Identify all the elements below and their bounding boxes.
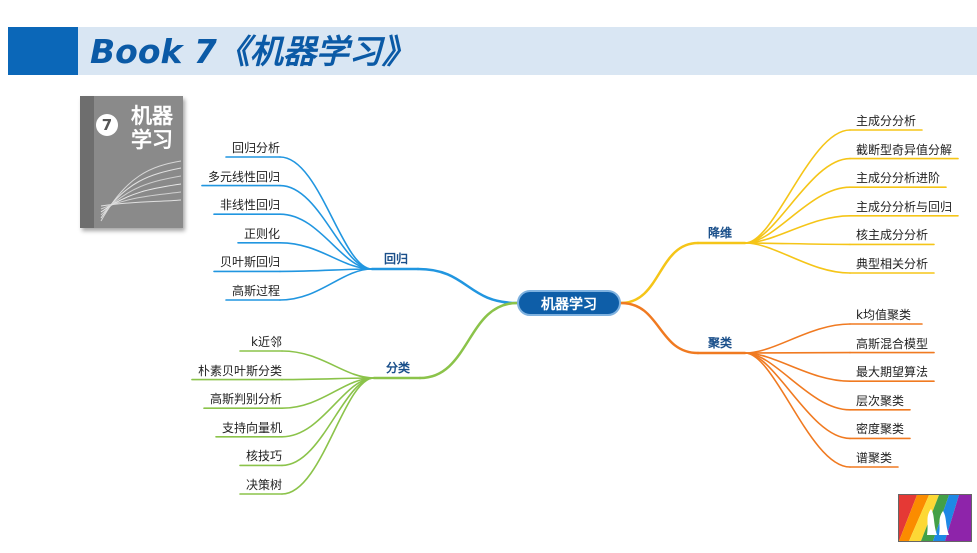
- leaf-label-1-2: 高斯判别分析: [204, 391, 282, 407]
- logo-graphic: [899, 495, 971, 541]
- leaf-connector-2-1: [745, 159, 850, 243]
- branch-trunk-2: [621, 243, 698, 303]
- branch-label-2: 降维: [708, 225, 732, 241]
- leaf-label-1-5: 决策树: [240, 477, 282, 493]
- branch-trunk-1: [420, 303, 517, 378]
- leaf-label-3-0: k均值聚类: [856, 307, 911, 323]
- leaf-connector-0-5: [280, 269, 372, 300]
- leaf-connector-3-4: [745, 353, 850, 438]
- branch-label-0: 回归: [384, 251, 408, 267]
- leaf-connector-2-5: [745, 243, 850, 273]
- leaf-connector-2-4: [745, 243, 850, 244]
- leaf-label-0-3: 正则化: [238, 226, 280, 242]
- leaf-connector-3-5: [745, 353, 850, 467]
- leaf-label-0-1: 多元线性回归: [202, 169, 280, 185]
- leaf-label-2-4: 核主成分分析: [856, 227, 928, 243]
- leaf-label-3-2: 最大期望算法: [856, 364, 928, 380]
- leaf-connector-2-0: [745, 130, 850, 243]
- leaf-label-1-4: 核技巧: [240, 448, 282, 464]
- leaf-label-1-1: 朴素贝叶斯分类: [192, 363, 282, 379]
- leaf-label-0-2: 非线性回归: [214, 197, 280, 213]
- leaf-label-2-3: 主成分分析与回归: [856, 199, 952, 215]
- leaf-label-2-1: 截断型奇异值分解: [856, 142, 952, 158]
- leaf-label-2-2: 主成分分析进阶: [856, 170, 940, 186]
- leaf-label-3-3: 层次聚类: [856, 393, 904, 409]
- leaf-label-0-5: 高斯过程: [226, 283, 280, 299]
- leaf-label-1-3: 支持向量机: [216, 420, 282, 436]
- branch-trunk-3: [621, 303, 698, 353]
- center-node: 机器学习: [517, 290, 621, 316]
- leaf-label-1-0: k近邻: [240, 334, 282, 350]
- leaf-connector-0-1: [280, 186, 372, 269]
- leaf-label-3-5: 谱聚类: [856, 450, 892, 466]
- leaf-label-0-4: 贝叶斯回归: [214, 254, 280, 270]
- branch-trunk-0: [418, 269, 517, 303]
- branch-label-1: 分类: [386, 360, 410, 376]
- leaf-label-3-4: 密度聚类: [856, 421, 904, 437]
- leaf-connector-1-0: [282, 351, 374, 378]
- leaf-connector-3-0: [745, 324, 850, 353]
- leaf-label-2-5: 典型相关分析: [856, 256, 928, 272]
- leaf-label-3-1: 高斯混合模型: [856, 336, 928, 352]
- leaf-label-0-0: 回归分析: [226, 140, 280, 156]
- branch-label-3: 聚类: [708, 335, 732, 351]
- leaf-connector-0-0: [280, 157, 372, 269]
- leaf-label-2-0: 主成分分析: [856, 113, 916, 129]
- logo-image: [898, 494, 972, 542]
- leaf-connector-1-4: [282, 378, 374, 465]
